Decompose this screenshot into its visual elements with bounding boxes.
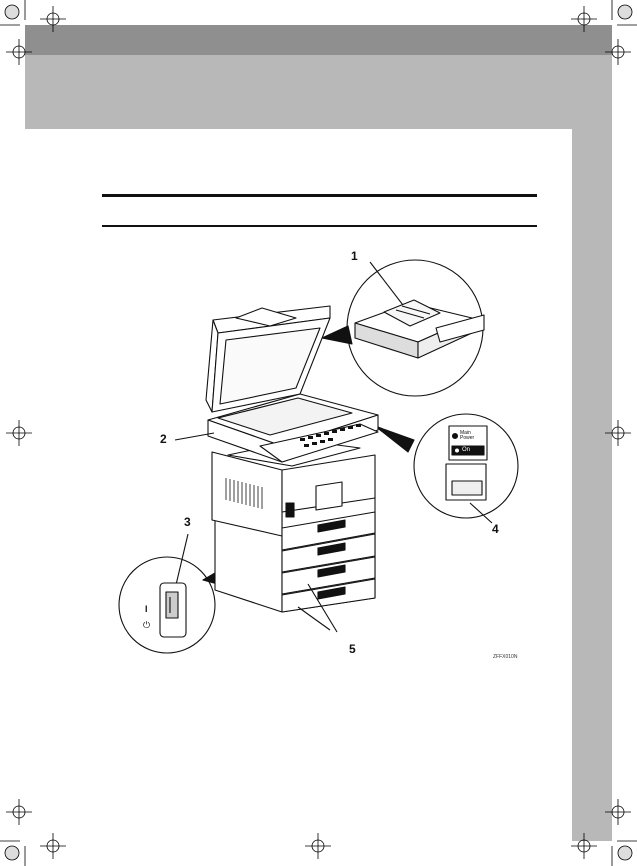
callout-4: 4 <box>492 522 499 536</box>
switch-on-symbol: I <box>145 604 148 614</box>
main-switch-rocker <box>166 592 178 618</box>
callout-2: 2 <box>160 432 167 446</box>
switch-standby-symbol: ⏻ <box>143 620 150 631</box>
callout-5: 5 <box>349 642 356 656</box>
figure-code: ZFFX010N <box>493 654 517 660</box>
callout-1: 1 <box>351 249 358 263</box>
callout-5-leader-a <box>298 607 330 630</box>
main-power-label: Main Power <box>460 431 484 441</box>
on-label: On <box>462 447 470 454</box>
callout-3: 3 <box>184 515 191 529</box>
